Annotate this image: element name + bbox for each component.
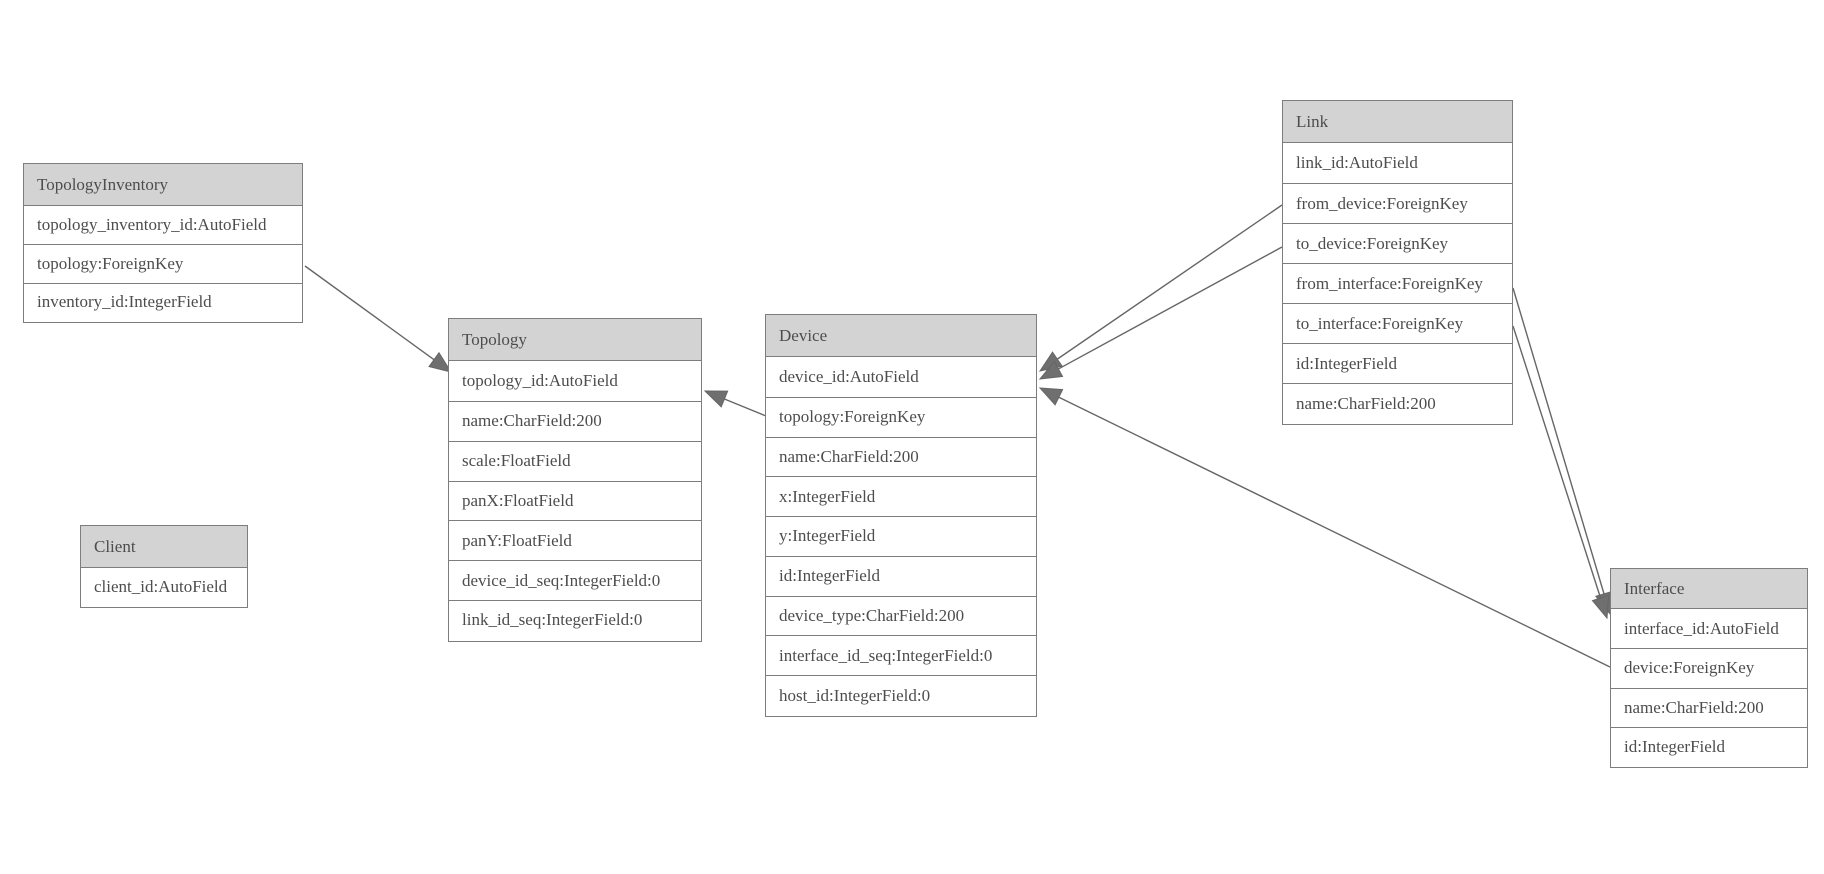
entity-field-link-to_interface: to_interface:ForeignKey (1283, 303, 1512, 343)
entity-field-topology-topology_id: topology_id:AutoField (449, 361, 701, 401)
entity-field-link-name: name:CharField:200 (1283, 383, 1512, 423)
entity-title-interface: Interface (1611, 569, 1807, 609)
entity-field-device-x: x:IntegerField (766, 476, 1036, 517)
relationship-edge-e5 (1058, 396, 1611, 668)
entity-title-device: Device (766, 315, 1036, 357)
entity-field-device-y: y:IntegerField (766, 516, 1036, 556)
entity-field-device-topology: topology:ForeignKey (766, 396, 1036, 437)
entity-field-interface-name: name:CharField:200 (1611, 687, 1807, 727)
entity-title-topology_inventory: TopologyInventory (24, 164, 302, 206)
entity-field-client-client_id: client_id:AutoField (81, 568, 247, 606)
entity-field-device-name: name:CharField:200 (766, 436, 1036, 477)
entity-field-topology-panY: panY:FloatField (449, 520, 701, 561)
entity-field-interface-id: id:IntegerField (1611, 726, 1807, 766)
entity-field-topology-name: name:CharField:200 (449, 400, 701, 441)
entity-field-device-device_type: device_type:CharField:200 (766, 595, 1036, 636)
relationship-arrowhead-icon (1591, 594, 1610, 620)
relationship-edge-e1 (304, 265, 435, 361)
entity-field-topology-device_id_seq: device_id_seq:IntegerField:0 (449, 560, 701, 601)
entity-field-device-host_id: host_id:IntegerField:0 (766, 675, 1036, 715)
relationship-edge-e2 (724, 398, 767, 417)
relationship-arrowhead-icon (1038, 351, 1063, 372)
entity-title-link: Link (1283, 101, 1512, 143)
relationship-arrowhead-icon (703, 390, 729, 408)
entity-field-device-id: id:IntegerField (766, 555, 1036, 596)
entity-field-link-id: id:IntegerField (1283, 343, 1512, 383)
entity-title-client: Client (81, 526, 247, 568)
entity-title-topology: Topology (449, 319, 701, 361)
entity-field-device-interface_id_seq: interface_id_seq:IntegerField:0 (766, 635, 1036, 676)
entity-field-link-from_device: from_device:ForeignKey (1283, 183, 1512, 223)
entity-field-topology-link_id_seq: link_id_seq:IntegerField:0 (449, 600, 701, 640)
relationship-arrowhead-icon (1038, 387, 1064, 406)
entity-field-topology_inventory-topology: topology:ForeignKey (24, 244, 302, 283)
entity-field-topology-scale: scale:FloatField (449, 440, 701, 481)
entity-field-topology_inventory-inventory_id: inventory_id:IntegerField (24, 282, 302, 321)
entity-field-device-device_id: device_id:AutoField (766, 357, 1036, 397)
relationship-edge-e3 (1056, 204, 1283, 360)
entity-field-link-link_id: link_id:AutoField (1283, 143, 1512, 183)
entity-field-interface-interface_id: interface_id:AutoField (1611, 609, 1807, 649)
entity-field-topology-panX: panX:FloatField (449, 480, 701, 521)
entity-field-link-to_device: to_device:ForeignKey (1283, 223, 1512, 263)
entity-field-topology_inventory-topology_inventory_id: topology_inventory_id:AutoField (24, 206, 302, 245)
relationship-edge-e6 (1512, 287, 1605, 595)
relationship-edge-e7 (1512, 325, 1602, 599)
relationship-arrowhead-icon (1038, 360, 1064, 380)
entity-field-interface-device: device:ForeignKey (1611, 648, 1807, 688)
relationship-edge-e4 (1058, 246, 1283, 370)
entity-field-link-from_interface: from_interface:ForeignKey (1283, 263, 1512, 303)
